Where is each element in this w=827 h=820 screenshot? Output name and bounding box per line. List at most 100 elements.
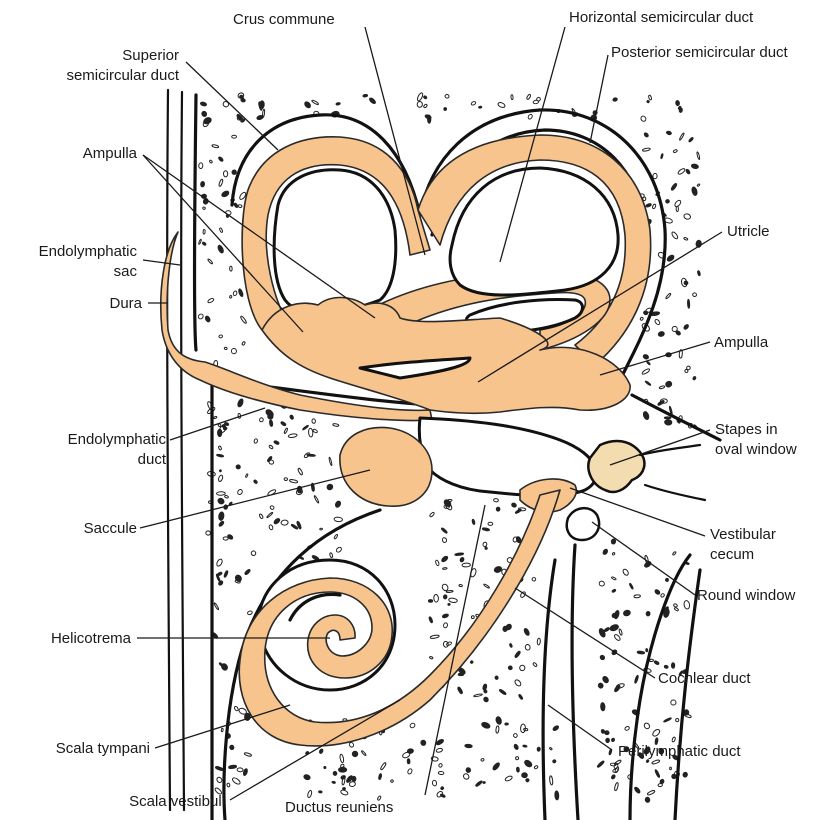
bone-pore [442,537,447,543]
bone-pore [438,763,443,768]
bone-pore [407,748,414,753]
bone-pore [665,293,671,299]
bone-pore [269,445,274,449]
bone-pore [218,521,224,527]
bone-pore [224,570,229,577]
bone-pore [231,348,237,354]
bone-pore [326,483,334,491]
bone-pore [640,317,644,321]
bone-pore [483,542,488,547]
bone-pore [222,101,229,108]
bone-pore [284,428,288,434]
bone-pore [234,706,239,712]
bone-pore [302,425,309,430]
bone-pore [629,583,634,589]
bone-pore [423,104,428,109]
bone-pore [672,551,676,555]
bone-pore [417,101,423,107]
bone-pore [483,696,489,702]
bone-pore [339,767,347,772]
bone-pore [475,780,483,787]
bone-pore [334,517,343,522]
bone-pore [687,299,689,308]
bone-pore [217,497,225,505]
bone-pore [513,733,518,738]
bone-pore [549,747,552,750]
bone-pore [465,744,473,748]
bone-pore [683,280,688,285]
bone-pore [242,341,246,345]
bone-pore [532,577,536,581]
bone-pore [216,558,224,567]
bone-pore [429,616,434,623]
bone-pore [482,684,487,691]
bone-pore [614,634,622,642]
bone-pore [205,315,211,322]
bone-pore [499,689,507,695]
bone-pore [514,651,521,659]
bone-pore [269,420,273,427]
bone-pore [478,106,481,108]
bone-pore [320,528,323,530]
bone-pore [229,295,232,298]
bone-pore [443,568,448,570]
bone-pore [441,527,448,533]
bone-pore [273,440,279,445]
bone-pore [333,423,339,426]
bone-pore [352,776,356,781]
bone-pore [493,498,498,502]
bone-pore [534,765,538,769]
bone-pore [217,572,223,576]
bone-pore [537,638,541,645]
bone-pore [244,569,251,575]
bone-pore [259,514,264,519]
bone-pore [470,660,473,663]
bone-pore [696,152,700,160]
bone-pore [692,293,696,297]
bone-pore [237,768,243,772]
bone-pore [324,766,326,769]
bone-pore [602,548,608,555]
bone-pore [229,745,235,751]
bone-pore [664,665,668,669]
bone-pore [223,171,227,177]
bone-pore [455,553,464,556]
cochlea [224,490,560,820]
bone-pore [259,101,264,109]
bone-pore [670,700,676,706]
bone-pore [679,133,685,141]
bone-pore [435,560,439,566]
bone-pore [665,578,668,581]
bone-pore [335,546,342,553]
bone-pore [483,782,485,784]
bone-pore [219,470,221,472]
bone-pore [654,660,660,665]
bone-pore [443,641,448,647]
bone-pore [199,163,203,169]
label-endolymphatic-duct-1: Endolymphatic [68,431,167,448]
bone-pore [485,547,488,550]
label-horizontal-semicircular-duct: Horizontal semicircular duct [569,9,754,26]
bone-pore [223,537,228,540]
label-posterior-semicircular-duct: Posterior semicircular duct [611,44,789,61]
bone-pore [284,478,288,481]
bone-pore [289,415,294,420]
bone-pore [606,738,610,742]
bone-pore [650,659,654,661]
label-stapes-1: Stapes in [715,421,778,438]
bone-pore [497,102,505,109]
bone-pore [496,507,500,511]
bone-pore [471,101,476,106]
bone-pore [409,722,415,728]
bone-pore [482,527,490,531]
bone-pore [448,598,457,603]
bone-pore [280,421,286,426]
bone-pore [202,242,206,246]
bone-pore [552,725,559,732]
bone-pore [611,774,616,779]
stapes [588,441,644,492]
bone-pore [643,722,650,730]
bone-pore [219,662,223,666]
bone-pore [423,95,427,99]
